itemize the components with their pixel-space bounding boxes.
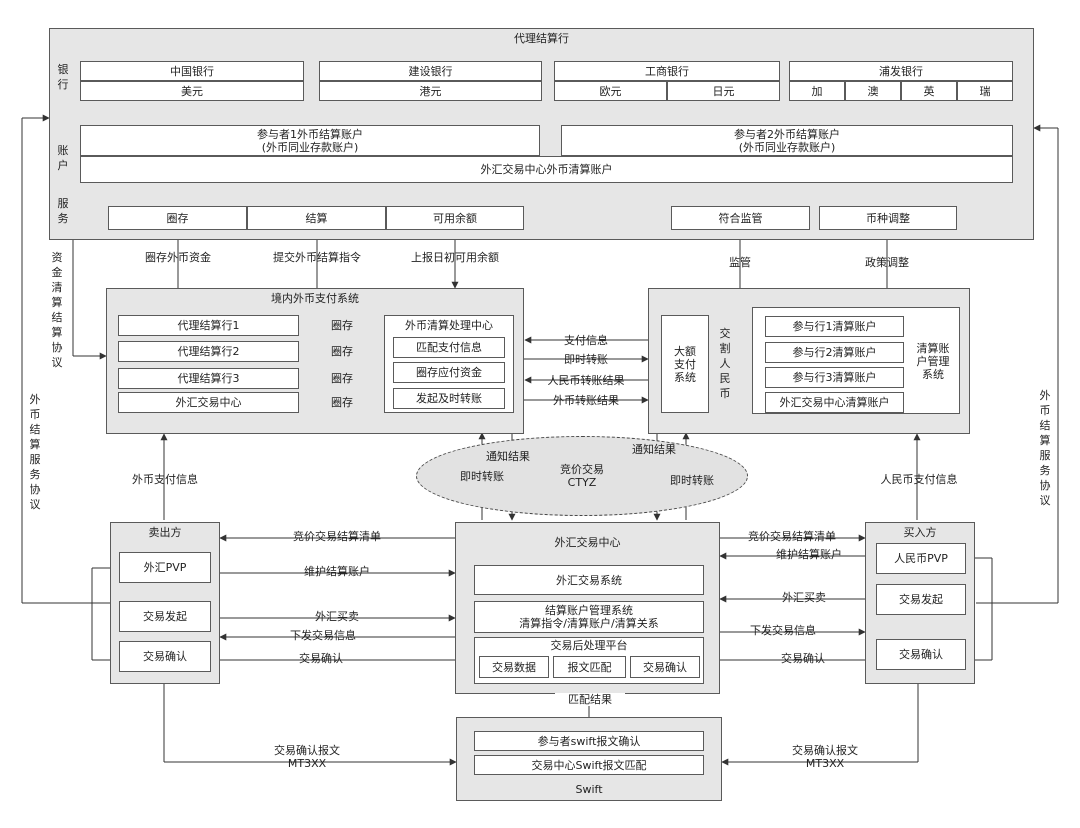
service-currency-adjust: 币种调整: [819, 206, 957, 230]
left-flow-trade-confirm: 交易确认: [299, 652, 343, 665]
cfets-clearing-account: 外汇交易中心清算账户: [765, 392, 904, 413]
bank-ccb: 建设银行: [319, 61, 542, 81]
label-fx-service-agreement-right: 外币结算服务协议: [1039, 389, 1051, 507]
oval-flow-notify-left: 通知结果: [486, 450, 530, 463]
bank-spdb-currency-gbp: 英: [901, 81, 957, 101]
swift-title: Swift: [575, 783, 603, 796]
swift-participant-confirm: 参与者swift报文确认: [474, 731, 704, 751]
seller-fx-pvp: 外汇PVP: [119, 552, 211, 583]
post-trade-confirm: 交易确认: [630, 656, 700, 678]
flow-label-ringfence-fx: 圈存外币资金: [145, 251, 211, 264]
post-trade-data: 交易数据: [479, 656, 549, 678]
buyer-rmb-pvp: 人民币PVP: [876, 543, 966, 574]
participant2-clearing-account: 参与行2清算账户: [765, 342, 904, 363]
ringfence-arrow-label-4: 圈存: [331, 396, 353, 409]
ringfence-arrow-label-1: 圈存: [331, 319, 353, 332]
label-fund-clearing-agreement: 资金清算结算协议: [51, 251, 63, 369]
label-fx-payment-info: 外币支付信息: [132, 473, 198, 486]
domestic-bank-3: 代理结算行3: [118, 368, 299, 389]
buyer-trade-confirm: 交易确认: [876, 639, 966, 670]
bank-ccb-currency: 港元: [319, 81, 542, 101]
right-flow-issue-info: 下发交易信息: [750, 624, 816, 637]
post-message-match: 报文匹配: [553, 656, 626, 678]
clearing-mgmt-system-label: 清算账 户管理 系统: [916, 342, 950, 381]
center-item-match: 匹配支付信息: [393, 337, 505, 358]
left-flow-issue-info: 下发交易信息: [290, 629, 356, 642]
bank-boc-currency: 美元: [80, 81, 304, 101]
agent-bank-title: 代理结算行: [514, 32, 569, 45]
fx-trading-system: 外汇交易系统: [474, 565, 704, 595]
ringfence-arrow-label-3: 圈存: [331, 372, 353, 385]
label-instant-transfer: 即时转账: [564, 353, 608, 366]
right-flow-trade-confirm: 交易确认: [781, 652, 825, 665]
oval-flow-notify-right: 通知结果: [632, 443, 676, 456]
swift-msg-right: 交易确认报文 MT3XX: [792, 744, 858, 770]
bank-icbc-currency-eur: 欧元: [554, 81, 667, 101]
center-item-initiate: 发起及时转账: [393, 388, 505, 409]
domestic-bank-2: 代理结算行2: [118, 341, 299, 362]
center-item-ringfence: 圈存应付资金: [393, 362, 505, 383]
bank-boc: 中国银行: [80, 61, 304, 81]
bank-icbc: 工商银行: [554, 61, 780, 81]
bank-spdb: 浦发银行: [789, 61, 1013, 81]
ringfence-arrow-label-2: 圈存: [331, 345, 353, 358]
label-match-result: 匹配结果: [555, 693, 625, 706]
hvps-box: 大额 支付 系统: [661, 315, 709, 413]
seller-trade-confirm: 交易确认: [119, 641, 211, 672]
center-fx-clearing-account: 外汇交易中心外币清算账户: [80, 156, 1013, 183]
cfets-title: 外汇交易中心: [554, 536, 621, 549]
label-rmb-payment-info: 人民币支付信息: [880, 473, 958, 486]
label-rmb-transfer-result: 人民币转账结果: [547, 374, 625, 387]
label-rmb-delivery: 交割人民币: [719, 327, 731, 400]
left-flow-auction-list: 竞价交易结算清单: [293, 530, 381, 543]
buyer-trade-initiate: 交易发起: [876, 584, 966, 615]
oval-flow-instant-left: 即时转账: [460, 470, 504, 483]
auction-ctyz-oval: 竞价交易 CTYZ: [416, 436, 748, 516]
service-compliance: 符合监管: [671, 206, 810, 230]
label-payment-info: 支付信息: [564, 334, 608, 347]
right-flow-fx-trade: 外汇买卖: [782, 591, 826, 604]
participant3-clearing-account: 参与行3清算账户: [765, 367, 904, 388]
label-fx-transfer-result: 外币转账结果: [553, 394, 619, 407]
domestic-title: 境内外币支付系统: [271, 292, 359, 305]
section-account-label: 账户: [57, 144, 69, 172]
buyer-title: 买入方: [903, 526, 937, 539]
service-available-balance: 可用余额: [386, 206, 524, 230]
left-flow-fx-trade: 外汇买卖: [315, 610, 359, 623]
bank-icbc-currency-jpy: 日元: [667, 81, 780, 101]
seller-trade-initiate: 交易发起: [119, 601, 211, 632]
participant2-account: 参与者2外币结算账户 (外币同业存款账户): [561, 125, 1013, 156]
flow-label-report-balance: 上报日初可用余额: [411, 251, 499, 264]
domestic-bank-cfets: 外汇交易中心: [118, 392, 299, 413]
seller-title: 卖出方: [148, 526, 182, 539]
right-flow-auction-list: 竞价交易结算清单: [748, 530, 836, 543]
swift-msg-left: 交易确认报文 MT3XX: [274, 744, 340, 770]
domestic-bank-1: 代理结算行1: [118, 315, 299, 336]
bank-spdb-currency-chf: 瑞: [957, 81, 1013, 101]
flow-label-supervision: 监管: [729, 256, 751, 269]
oval-flow-instant-right: 即时转账: [670, 474, 714, 487]
section-bank-label: 银行: [57, 63, 69, 91]
section-service-label: 服务: [57, 197, 69, 225]
bank-spdb-currency-aud: 澳: [845, 81, 901, 101]
settlement-account-mgmt-system: 结算账户管理系统 清算指令/清算账户/清算关系: [474, 601, 704, 633]
flow-label-policy-adjust: 政策调整: [865, 256, 909, 269]
bank-spdb-currency-cad: 加: [789, 81, 845, 101]
participant1-account: 参与者1外币结算账户 (外币同业存款账户): [80, 125, 540, 156]
service-ringfence: 圈存: [108, 206, 247, 230]
participant1-clearing-account: 参与行1清算账户: [765, 316, 904, 337]
left-flow-maintain-account: 维护结算账户: [304, 565, 370, 578]
label-fx-service-agreement-left: 外币结算服务协议: [29, 393, 41, 511]
post-trade-title: 交易后处理平台: [550, 639, 628, 652]
service-settlement: 结算: [247, 206, 386, 230]
swift-center-match: 交易中心Swift报文匹配: [474, 755, 704, 775]
fx-clearing-center-title: 外币清算处理中心: [405, 319, 493, 332]
flow-label-submit-instr: 提交外币结算指令: [273, 251, 361, 264]
right-flow-maintain-account: 维护结算账户: [776, 548, 842, 561]
